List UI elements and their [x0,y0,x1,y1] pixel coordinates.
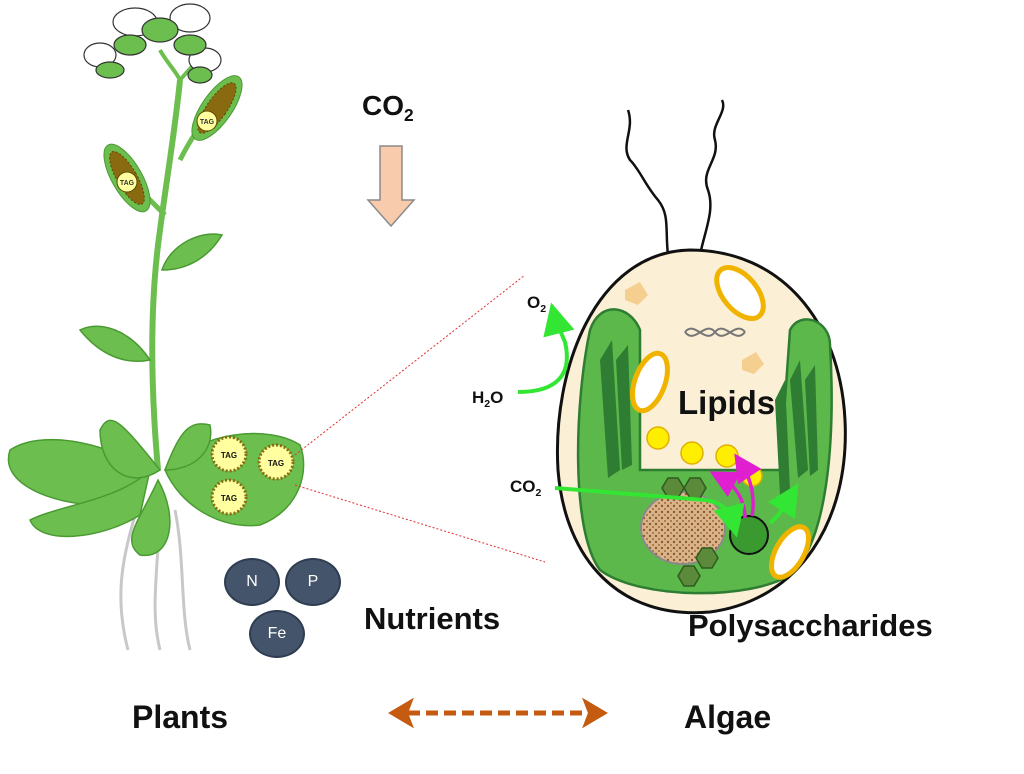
flagellum [625,109,670,256]
svg-text:TAG: TAG [120,180,135,187]
dna-icon [684,327,746,337]
stem-leaf [160,233,224,271]
bidirectional-arrow [388,697,608,729]
svg-text:TAG: TAG [221,451,237,460]
magenta-arrows [709,453,762,519]
vacuole [625,282,764,374]
algae-label: Algae [684,699,772,735]
plant-illustration: TAG TAG TAG TAG TAG [7,3,305,651]
nutrient-n-circle: N [224,558,280,606]
zoom-guide-lines [294,274,546,563]
flagellum [698,99,725,256]
lipids-label: Lipids [678,384,776,421]
seed-pod: TAG [103,143,151,213]
h2o-label: H2O [472,388,504,410]
stem-leaf [78,325,152,362]
thylakoid-stack [600,340,818,495]
seed-pod: TAG [191,75,243,141]
svg-text:TAG: TAG [200,119,215,126]
polysaccharides-label: Polysaccharides [688,608,933,643]
svg-text:TAG: TAG [268,459,284,468]
plants-label: Plants [132,699,229,735]
hexagon-granules [661,477,719,587]
nutrients-label: Nutrients [364,601,501,636]
co2-label: CO2 [362,90,414,126]
co2-cell-label: CO2 [510,477,542,499]
green-arrows [517,302,799,538]
nutrient-fe-circle: Fe [249,610,305,658]
nutrient-p-circle: P [285,558,341,606]
plant-stem [149,79,183,471]
tag-lipid-body: TAG [210,435,248,473]
tag-lipid-body: TAG [257,443,295,481]
tag-lipid-body: TAG [210,478,248,516]
svg-text:TAG: TAG [221,494,237,503]
o2-label: O2 [527,293,547,315]
starch-granule [729,515,769,555]
algae-cell [517,99,847,615]
mitochondrion [630,265,812,580]
co2-down-arrow [366,145,416,228]
flower-cluster [83,3,222,84]
